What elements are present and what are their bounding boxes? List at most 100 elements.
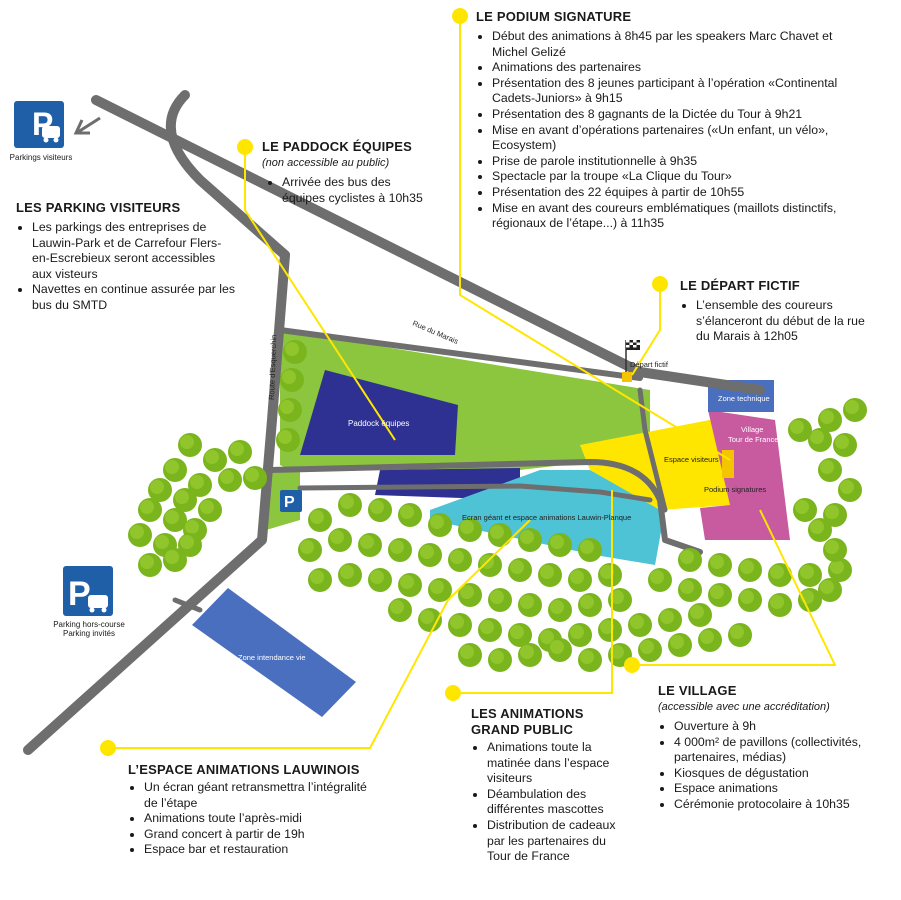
tree-icon bbox=[458, 643, 482, 667]
tree-icon bbox=[283, 340, 307, 364]
podium-item: Présentation des 8 jeunes participant à … bbox=[492, 76, 846, 107]
tree-icon bbox=[548, 638, 572, 662]
tree-icon bbox=[678, 578, 702, 602]
tree-icon bbox=[648, 568, 672, 592]
depart-item: L’ensemble des coureurs s’élanceront du … bbox=[696, 298, 870, 345]
parking-visiteurs-icon: P bbox=[14, 101, 64, 148]
tree-icon bbox=[768, 563, 792, 587]
tree-icon bbox=[708, 583, 732, 607]
tree-icon bbox=[843, 398, 867, 422]
tree-icon bbox=[608, 588, 632, 612]
tree-icon bbox=[578, 648, 602, 672]
tree-icon bbox=[478, 553, 502, 577]
zone-intendance-label: Zone intendance vie bbox=[238, 653, 306, 662]
tree-icon bbox=[448, 548, 472, 572]
paddock-item: Arrivée des bus des équipes cyclistes à … bbox=[282, 175, 427, 206]
tree-icon bbox=[128, 523, 152, 547]
paddock-list: Arrivée des bus des équipes cyclistes à … bbox=[262, 175, 427, 206]
tree-icon bbox=[638, 638, 662, 662]
village-item: 4 000m² de pavillons (collectivités, par… bbox=[674, 735, 898, 766]
tree-icon bbox=[448, 613, 472, 637]
section-village: LE VILLAGE (accessible avec une accrédit… bbox=[658, 683, 898, 813]
parking-horscourse-caption: Parking hors-course Parking invités bbox=[53, 620, 125, 638]
tree-icon bbox=[388, 538, 412, 562]
tree-icon bbox=[598, 563, 622, 587]
lauwinois-item: Animations toute l’après-midi bbox=[144, 811, 373, 827]
tree-icon bbox=[308, 568, 332, 592]
tree-icon bbox=[148, 478, 172, 502]
podium-signatures-label: Podium signatures bbox=[704, 485, 766, 494]
podium-title: LE PODIUM SIGNATURE bbox=[476, 9, 632, 24]
podium-list: Début des animations à 8h45 par les spea… bbox=[476, 29, 846, 232]
tree-icon bbox=[488, 523, 512, 547]
trees bbox=[128, 340, 867, 672]
tree-icon bbox=[338, 563, 362, 587]
section-parking: LES PARKING VISITEURS Les parkings des e… bbox=[16, 200, 236, 314]
tree-icon bbox=[518, 593, 542, 617]
tree-icon bbox=[358, 533, 382, 557]
tree-icon bbox=[138, 498, 162, 522]
tree-icon bbox=[538, 563, 562, 587]
tree-icon bbox=[163, 458, 187, 482]
tree-icon bbox=[568, 623, 592, 647]
leader-dots bbox=[100, 8, 668, 756]
tree-icon bbox=[298, 538, 322, 562]
tree-icon bbox=[688, 603, 712, 627]
podium-item: Présentation des 22 équipes à partir de … bbox=[492, 185, 846, 201]
tree-icon bbox=[280, 368, 304, 392]
tree-icon bbox=[838, 478, 862, 502]
parking-visiteurs-caption: Parkings visiteurs bbox=[9, 153, 73, 162]
tree-icon bbox=[568, 568, 592, 592]
tree-icon bbox=[428, 513, 452, 537]
zone-intendance-block bbox=[192, 588, 356, 717]
tree-icon bbox=[398, 503, 422, 527]
tree-icon bbox=[793, 498, 817, 522]
paddock-subtitle: (non accessible au public) bbox=[262, 157, 390, 169]
svg-text:P: P bbox=[284, 494, 295, 511]
zone-technique-label: Zone technique bbox=[718, 394, 770, 403]
ecran-geant-label: Ecran géant et espace animations Lauwin-… bbox=[462, 513, 631, 522]
animations-list: Animations toute la matinée dans l’espac… bbox=[471, 740, 631, 865]
tree-icon bbox=[628, 613, 652, 637]
podium-item: Mise en avant des coureurs emblématiques… bbox=[492, 201, 846, 232]
village-item: Kiosques de dégustation bbox=[674, 766, 898, 782]
tree-icon bbox=[823, 503, 847, 527]
tree-icon bbox=[548, 533, 572, 557]
section-paddock: LE PADDOCK ÉQUIPES (non accessible au pu… bbox=[262, 139, 427, 206]
tree-icon bbox=[548, 598, 572, 622]
tree-icon bbox=[668, 633, 692, 657]
tree-icon bbox=[508, 558, 532, 582]
tree-icon bbox=[658, 608, 682, 632]
section-lauwinois: L’ESPACE ANIMATIONS LAUWINOIS Un écran g… bbox=[128, 762, 373, 858]
roads bbox=[23, 90, 765, 755]
section-animations: LES ANIMATIONS GRAND PUBLIC Animations t… bbox=[471, 706, 631, 865]
tree-icon bbox=[308, 508, 332, 532]
podium-item: Spectacle par la troupe «La Clique du To… bbox=[492, 169, 846, 185]
tree-icon bbox=[418, 543, 442, 567]
parking-title: LES PARKING VISITEURS bbox=[16, 200, 181, 215]
paddock-zone bbox=[300, 370, 458, 455]
animations-item: Déambulation des différentes mascottes bbox=[487, 787, 631, 818]
tree-icon bbox=[728, 623, 752, 647]
road-esquerchin-label: Route d'Esquerchin bbox=[267, 335, 278, 401]
tree-icon bbox=[823, 538, 847, 562]
podium-item: Début des animations à 8h45 par les spea… bbox=[492, 29, 846, 60]
village-title: LE VILLAGE bbox=[658, 683, 737, 698]
tree-icon bbox=[698, 628, 722, 652]
tree-icon bbox=[276, 428, 300, 452]
village-zone bbox=[700, 410, 790, 540]
tree-icon bbox=[598, 618, 622, 642]
depart-fictif-label: Départ fictif bbox=[630, 360, 669, 369]
lauwinois-list: Un écran géant retransmettra l’intégrali… bbox=[128, 780, 373, 858]
podium-item: Présentation des 8 gagnants de la Dictée… bbox=[492, 107, 846, 123]
village-item: Ouverture à 9h bbox=[674, 719, 898, 735]
tree-icon bbox=[243, 466, 267, 490]
tree-icon bbox=[178, 533, 202, 557]
tree-icon bbox=[188, 473, 212, 497]
road-marais-label: Rue du Marais bbox=[411, 319, 460, 346]
section-depart: LE DÉPART FICTIF L’ensemble des coureurs… bbox=[680, 278, 870, 345]
tree-icon bbox=[808, 428, 832, 452]
tree-icon bbox=[488, 648, 512, 672]
tree-icon bbox=[818, 458, 842, 482]
animations-item: Distribution de cadeaux par les partenai… bbox=[487, 818, 631, 865]
